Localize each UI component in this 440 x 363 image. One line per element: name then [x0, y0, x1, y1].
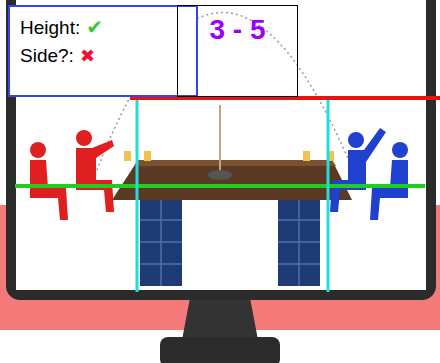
- text-row: 3 - 5: [209, 14, 265, 46]
- cyan-line: [327, 100, 330, 292]
- status-label: Height:: [20, 17, 80, 39]
- pole: [219, 105, 221, 172]
- score-text: 3 - 5: [209, 14, 265, 46]
- status-label: Side?:: [20, 45, 74, 67]
- monitor-base: [160, 337, 280, 363]
- table: [112, 160, 352, 200]
- pile: [208, 170, 232, 180]
- cyan-line: [136, 100, 139, 292]
- status-mark: ✖: [80, 45, 95, 66]
- status-box: Height: ✔ Side?: ✖: [8, 5, 198, 97]
- text-row: Side?: ✖: [20, 45, 186, 67]
- monitor-neck: [182, 298, 258, 340]
- status-mark: ✔: [86, 15, 103, 39]
- green-line: [15, 184, 425, 188]
- score-box: 3 - 5: [177, 5, 298, 97]
- blue-team: [330, 128, 408, 220]
- text-row: Height: ✔: [20, 15, 186, 39]
- monitor-frame: [6, 0, 436, 300]
- red-team: [30, 130, 114, 220]
- crates: [140, 198, 320, 286]
- cups: [124, 151, 334, 161]
